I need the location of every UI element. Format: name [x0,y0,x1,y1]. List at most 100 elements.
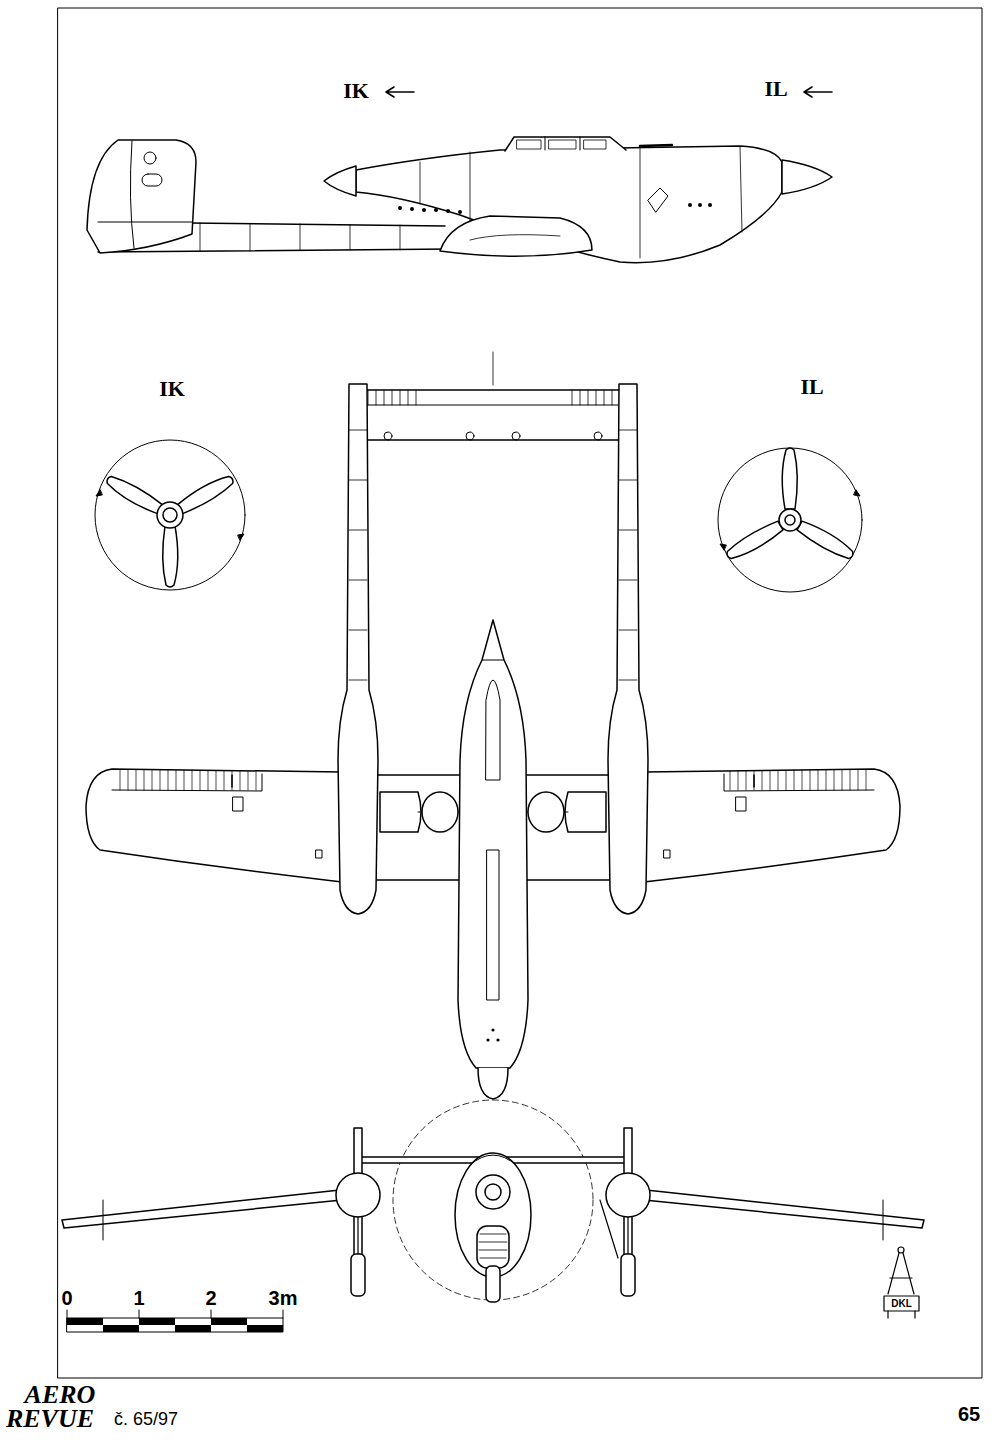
front-view-part [485,1184,501,1200]
front-view-part [470,1155,516,1165]
scale-bar-part-part [103,1325,139,1332]
scale-bar-part-part [139,1318,175,1325]
side-view-part [804,87,832,97]
view-marker: IK [159,378,185,400]
plan-view-part [664,850,670,858]
side-view-part-part [410,207,414,211]
front-propeller-disc-part [724,448,856,563]
side-view-part [142,174,162,186]
plan-view-part [458,620,528,1068]
side-view-part [640,145,672,146]
side-view-part [584,140,606,149]
plan-view-part [368,390,620,405]
plan-view-part [360,390,628,440]
side-view-part [324,166,356,196]
front-view-part [621,1254,635,1296]
side-view-part [130,141,134,248]
side-view-part [505,137,626,151]
plan-view-part [486,680,500,780]
side-view-part [440,216,592,256]
rear-propeller-disc-part-part [163,526,178,587]
front-view-part [477,1226,509,1268]
scale-bar-part-part [67,1318,103,1325]
front-propeller-disc [718,448,862,592]
front-propeller-disc-part [718,448,862,592]
side-view-part [200,223,400,251]
plan-view-part [422,792,458,832]
scale-bar-part-part [175,1325,211,1332]
plan-view-part [384,432,392,440]
side-view-part [648,188,668,212]
front-view-part [336,1173,380,1217]
side-view-part-part [398,206,402,210]
rear-propeller-disc-part-part [163,508,177,522]
view-marker: IK [343,80,369,102]
side-view-part [549,140,576,149]
side-view-part [470,235,560,240]
scale-bar-part [67,1310,283,1318]
scale-number: 1 [133,1288,144,1308]
issue-number: č. 65/97 [114,1410,178,1428]
plan-view [86,352,900,1099]
plan-view-part [487,850,499,1000]
side-view-part [420,147,742,258]
front-propeller-disc-part-part [782,448,797,509]
plan-view-part [736,797,746,811]
plan-view-part [466,432,474,440]
magazine-title: AERO [25,1382,96,1408]
plan-view-part [528,792,564,832]
plan-view-part [608,384,648,914]
front-view-part [62,1190,342,1228]
rear-propeller-disc-part [104,472,236,587]
view-marker: IL [764,78,787,100]
scale-number: 2 [205,1288,216,1308]
plan-view-part [493,352,494,385]
front-view-part [486,1266,500,1302]
side-view-part [386,87,414,97]
front-view-part [606,1173,650,1217]
plan-view-part [594,432,602,440]
side-view-part-part [434,208,438,212]
front-view-part [644,1190,924,1228]
side-view-part-part [422,208,426,212]
side-view-part-part [458,210,462,214]
side-view-part [517,140,541,149]
scale-bar-part-part [247,1325,283,1332]
side-view-part [144,152,156,164]
scale-bar-part [67,1318,283,1332]
plan-view-part [644,769,900,882]
front-view-part [455,1153,531,1277]
plan-view-part [491,1028,494,1031]
dkl-logo-part [888,1253,914,1294]
front-propeller-disc-part-part [724,519,784,563]
scale-number: 0 [61,1288,72,1308]
dkl-logo-part [888,1311,915,1318]
front-view-part [351,1254,365,1296]
plan-view-part [512,432,520,440]
magazine-title: REVUE [6,1406,94,1432]
plan-view-part [120,770,256,790]
plan-view-part [486,1038,489,1041]
side-view-part-part [698,203,702,207]
front-view-part [358,1200,628,1258]
rear-propeller-disc-part-part [104,473,164,517]
side-view-part [98,222,192,223]
dkl-logo-part [884,1296,919,1311]
side-view-part-part [708,203,712,207]
front-view-part [479,1234,507,1258]
rear-propeller-disc-part-part [157,502,183,528]
scale-bar-part-part [211,1318,247,1325]
plan-view-part [496,1038,499,1041]
scale-bar-part [67,1318,283,1332]
plan-view-part [316,850,322,858]
side-view-part [87,140,196,253]
plan-view-part [86,769,342,882]
side-view [87,87,832,263]
scale-number: 3m [269,1288,298,1308]
front-view-part [476,1175,510,1209]
front-view [62,1100,924,1302]
dkl-logo [884,1247,919,1318]
logo-text: DKL [891,1299,912,1309]
